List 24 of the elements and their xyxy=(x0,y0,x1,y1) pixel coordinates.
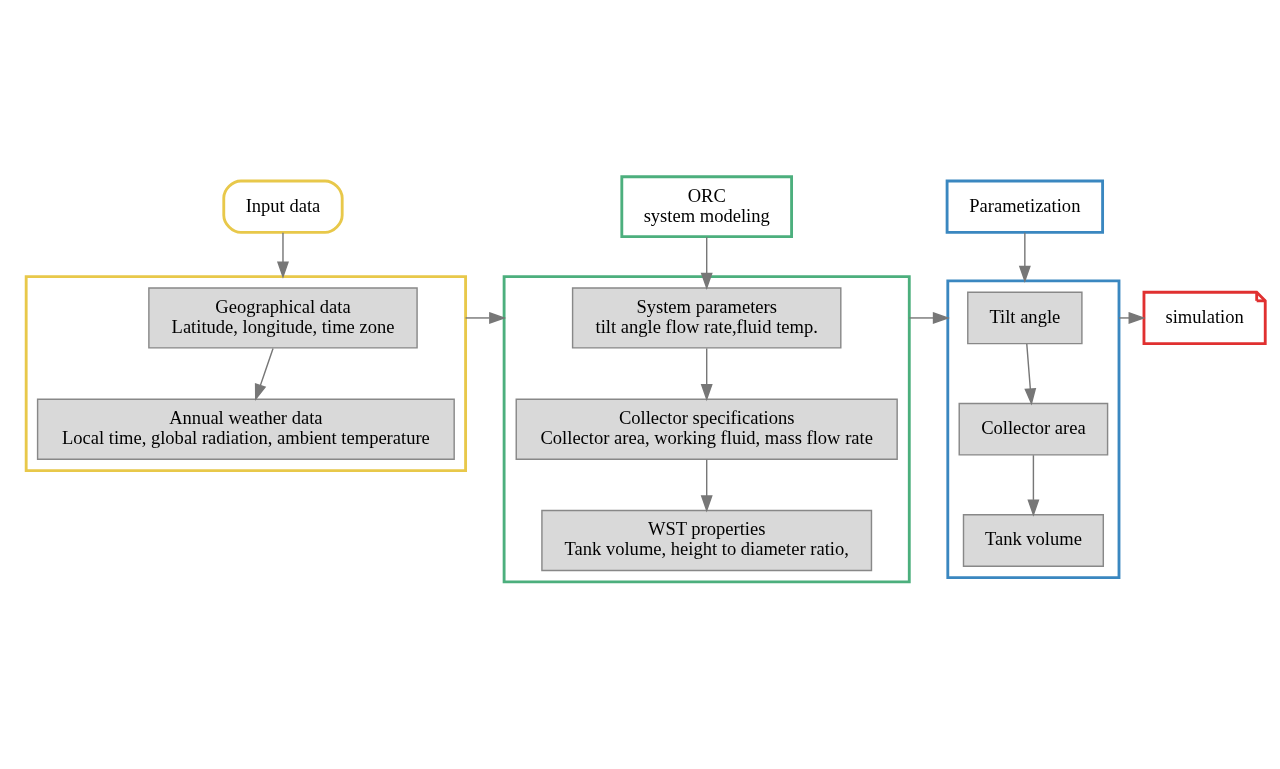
cluster xyxy=(24,274,467,472)
node-box: Tank volume xyxy=(962,513,1105,567)
arrow xyxy=(700,235,713,290)
node-box: Collector specifications Collector area, working fluid, mass flow rate xyxy=(515,398,898,460)
node-box: Input data xyxy=(222,179,344,234)
arrow xyxy=(1027,454,1040,517)
cluster xyxy=(946,278,1121,579)
node-box: Parametization xyxy=(945,179,1105,234)
arrow xyxy=(908,311,950,324)
node-box: System parameters tilt angle flow rate,fluid temp. xyxy=(571,286,842,349)
arrow xyxy=(1024,342,1037,405)
node-box: ORC system modeling xyxy=(620,174,793,238)
node-box: Geographical data Latitude, longitude, time zone xyxy=(148,286,418,349)
arrow xyxy=(254,347,274,401)
arrow xyxy=(464,311,507,324)
arrow xyxy=(700,458,713,512)
node-box: Collector area xyxy=(958,402,1109,456)
node-box: Annual weather data Local time, global radiation, ambient temperature xyxy=(36,398,455,460)
node-box: Tilt angle xyxy=(967,291,1083,344)
arrow xyxy=(700,347,713,401)
node-box: WST properties Tank volume, height to diameter ratio, xyxy=(541,509,873,571)
arrow xyxy=(1118,311,1146,324)
arrow xyxy=(276,231,289,279)
arrow xyxy=(1018,231,1031,283)
